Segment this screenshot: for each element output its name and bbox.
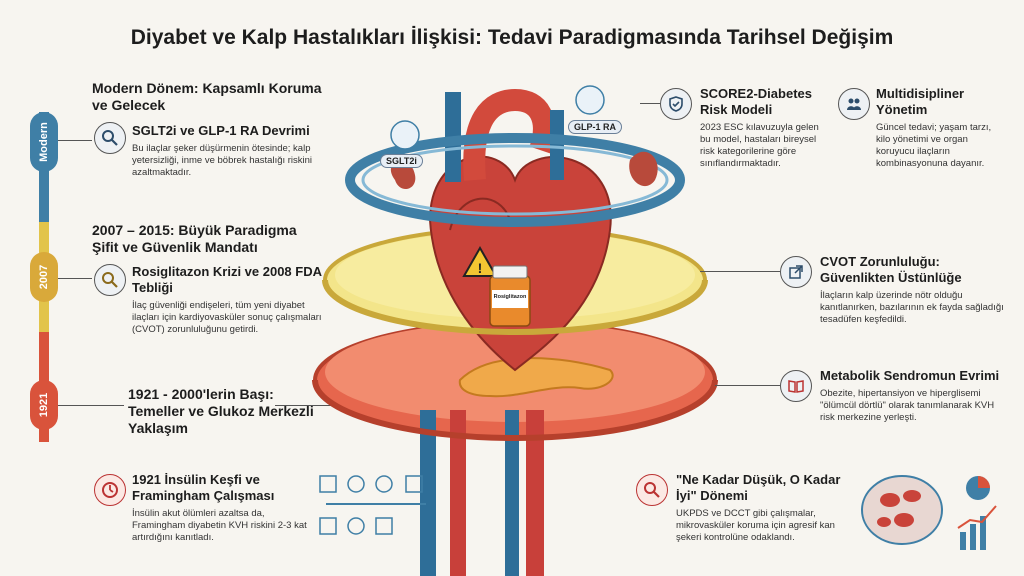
magnifier-icon: [94, 264, 126, 296]
timeline-badge-2007: 2007: [30, 252, 58, 302]
item-rosiglitazone: Rosiglitazon Krizi ve 2008 FDA Tebliği İ…: [132, 264, 322, 336]
connector-cvot: [700, 271, 780, 272]
team-icon: [838, 88, 870, 120]
item-metabolic: Metabolik Sendromun Evrimi Obezite, hipe…: [820, 368, 1010, 424]
timeline-badge-modern: Modern: [30, 112, 58, 172]
item-multidisciplinary-title: Multidisipliner Yönetim: [876, 86, 965, 117]
item-multidisciplinary: Multidisipliner Yönetim Güncel tedavi; y…: [876, 86, 1006, 170]
item-rosiglitazone-title: Rosiglitazon Krizi ve 2008 FDA Tebliği: [132, 264, 322, 295]
item-insulin: 1921 İnsülin Keşfi ve Framingham Çalışma…: [132, 472, 312, 544]
shield-check-icon: [660, 88, 692, 120]
sglt2i-tag: SGLT2i: [380, 154, 423, 168]
book-icon: [780, 370, 812, 402]
glp1-tag: GLP-1 RA: [568, 120, 623, 134]
item-cvot-body: İlaçların kalp üzerinde nötr olduğu kanı…: [820, 290, 1004, 325]
item-insulin-title: 1921 İnsülin Keşfi ve Framingham Çalışma…: [132, 472, 275, 503]
connector-2007: [58, 278, 92, 279]
item-lower-better-body: UKPDS ve DCCT gibi çalışmalar, mikrovask…: [676, 508, 835, 543]
magnifier-icon: [636, 474, 668, 506]
item-sglt-title: SGLT2i ve GLP-1 RA Devrimi: [132, 123, 310, 138]
item-lower-better: "Ne Kadar Düşük, O Kadar İyi" Dönemi UKP…: [676, 472, 861, 544]
connector-score2: [640, 103, 660, 104]
magnifier-icon: [94, 122, 126, 154]
cell-chart-illustration: [861, 475, 997, 550]
item-sglt: SGLT2i ve GLP-1 RA Devrimi Bu ilaçlar şe…: [132, 123, 332, 179]
workflow-icons: [319, 475, 426, 535]
item-insulin-body: İnsülin akut ölümleri azaltsa da, Framin…: [132, 508, 307, 543]
page-title: Diyabet ve Kalp Hastalıkları İlişkisi: T…: [130, 26, 894, 49]
item-lower-better-title: "Ne Kadar Düşük, O Kadar İyi" Dönemi: [676, 472, 841, 503]
item-score2: SCORE2-Diabetes Risk Modeli 2023 ESC kıl…: [700, 86, 825, 170]
export-icon: [780, 256, 812, 288]
connector-metabolic: [715, 385, 780, 386]
section-head-2007: 2007 – 2015: Büyük Paradigma Şifit ve Gü…: [92, 222, 297, 255]
section-head-1921: 1921 - 2000'lerin Başı: Temeller ve Gluk…: [128, 386, 314, 436]
timeline-badge-1921: 1921: [30, 380, 58, 430]
item-score2-title: SCORE2-Diabetes Risk Modeli: [700, 86, 812, 117]
timeline: Modern 2007 1921: [30, 112, 58, 442]
section-head-modern: Modern Dönem: Kapsamlı Koruma ve Gelecek: [92, 80, 322, 113]
svg-text:!: !: [478, 260, 483, 276]
item-multidisciplinary-body: Güncel tedavi; yaşam tarzı, kilo yönetim…: [876, 122, 992, 169]
item-metabolic-title: Metabolik Sendromun Evrimi: [820, 368, 1000, 383]
item-metabolic-body: Obezite, hipertansiyon ve hiperglisemi "…: [820, 388, 995, 423]
item-score2-body: 2023 ESC kılavuzuyla gelen bu model, has…: [700, 122, 819, 169]
connector-1921: [58, 405, 124, 406]
bottle-label: Rosiglitazon: [493, 294, 527, 300]
heart-layers-illustration: !: [312, 85, 718, 576]
item-rosiglitazone-body: İlaç güvenliği endişeleri, tüm yeni diya…: [132, 300, 322, 335]
clock-icon: [94, 474, 126, 506]
item-cvot-title: CVOT Zorunluluğu: Güvenlikten Üstünlüğe: [820, 254, 962, 285]
connector-modern: [58, 140, 92, 141]
item-cvot: CVOT Zorunluluğu: Güvenlikten Üstünlüğe …: [820, 254, 1010, 326]
item-sglt-body: Bu ilaçlar şeker düşürmenin ötesinde; ka…: [132, 143, 313, 178]
